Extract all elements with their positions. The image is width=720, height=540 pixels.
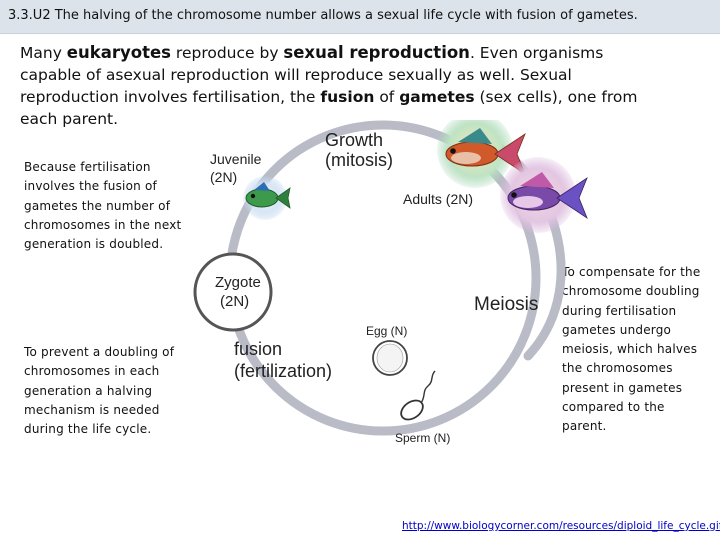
fertilization-label: (fertilization) — [234, 361, 332, 381]
intro-text: Many — [20, 44, 67, 62]
intro-text: of — [374, 88, 400, 106]
egg-label: Egg (N) — [366, 324, 407, 338]
intro-paragraph: Many eukaryotes reproduce by sexual repr… — [20, 42, 660, 130]
note-meiosis-compensation: To compensate for the chromosome doublin… — [562, 265, 701, 434]
mitosis-label: (mitosis) — [325, 150, 393, 170]
intro-term-gametes: gametes — [399, 88, 475, 106]
intro-term-sexual-reproduction: sexual reproduction — [283, 43, 470, 62]
life-cycle-diagram: Zygote (2N) Growth (mitosis) Juvenile (2… — [193, 120, 588, 445]
note-halving-mechanism: To prevent a doubling of chromosomes in … — [24, 345, 175, 437]
intro-text: . Even organisms capable of asexual repr… — [20, 44, 604, 106]
zygote-label: Zygote — [215, 274, 261, 291]
zygote-cell — [193, 252, 273, 332]
fusion-label: fusion — [234, 339, 282, 359]
intro-term-eukaryotes: eukaryotes — [66, 43, 171, 62]
growth-label: Growth — [325, 130, 383, 150]
juvenile-ploidy-label: (2N) — [210, 169, 237, 185]
intro-term-fusion: fusion — [320, 88, 375, 106]
egg-cell-icon — [372, 340, 408, 376]
adults-label: Adults (2N) — [403, 191, 473, 207]
note-fertilisation-doubling: Because fertilisation involves the fusio… — [24, 160, 182, 252]
juvenile-label: Juvenile — [210, 151, 262, 167]
female-fish-icon — [500, 157, 588, 233]
sperm-cell-icon — [400, 370, 436, 421]
slide-title: 3.3.U2 The halving of the chromosome num… — [8, 8, 638, 23]
source-link[interactable]: http://www.biologycorner.com/resources/d… — [402, 520, 720, 532]
male-fish-icon — [437, 120, 526, 188]
meiosis-label: Meiosis — [474, 294, 538, 315]
intro-text: (sex cells), one from each parent. — [20, 88, 638, 128]
juvenile-fish-icon — [243, 176, 291, 220]
title-bar: 3.3.U2 The halving of the chromosome num… — [0, 0, 720, 34]
zygote-ploidy-label: (2N) — [220, 293, 249, 310]
sperm-label: Sperm (N) — [395, 431, 450, 445]
intro-text: reproduce by — [170, 44, 284, 62]
